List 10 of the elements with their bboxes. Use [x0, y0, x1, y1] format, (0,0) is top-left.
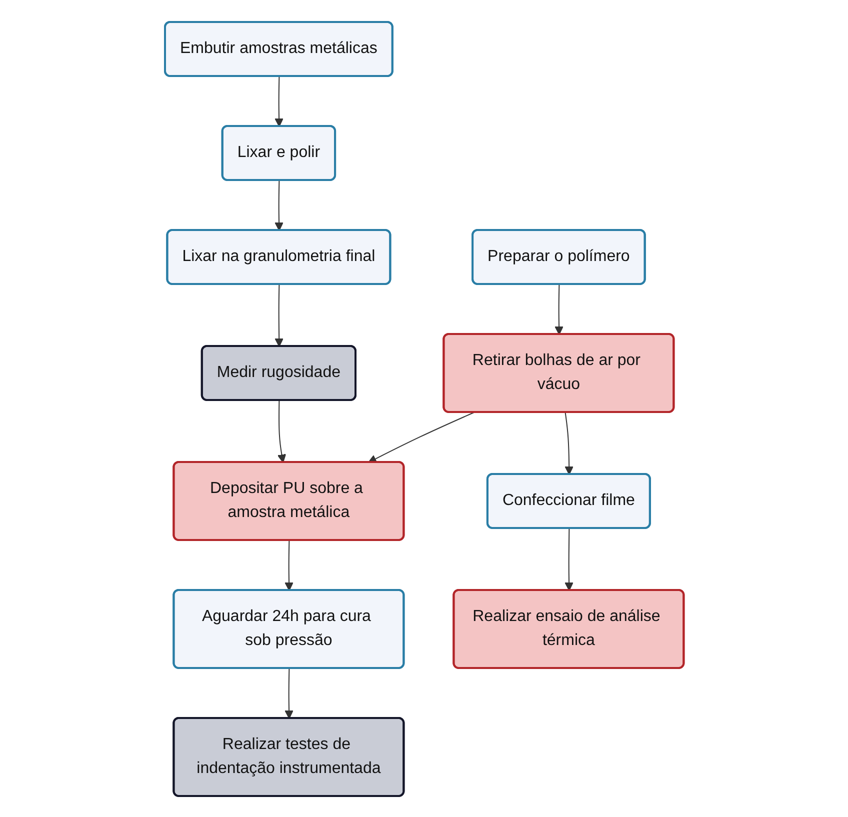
arrow: [368, 412, 474, 462]
arrow: [564, 412, 574, 474]
arrow: [564, 528, 574, 590]
arrow: [284, 540, 294, 590]
arrow: [274, 76, 284, 126]
arrow: [277, 400, 286, 462]
arrow: [274, 180, 284, 230]
arrow: [554, 284, 564, 334]
arrow: [284, 667, 294, 718]
arrow: [274, 284, 284, 346]
